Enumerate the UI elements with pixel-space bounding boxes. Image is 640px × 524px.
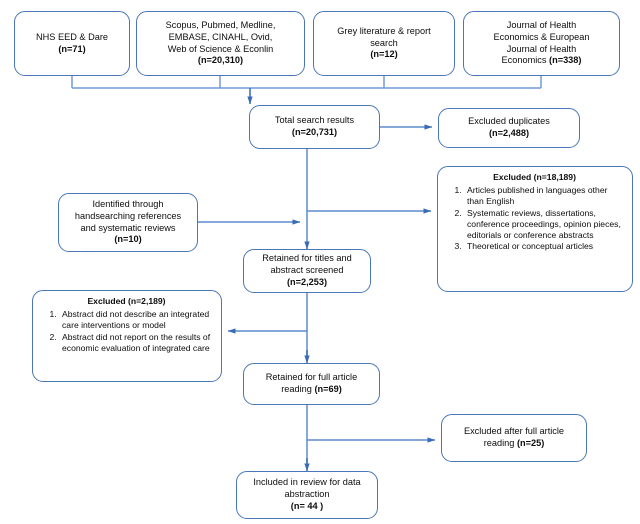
- node-line: and systematic reviews: [80, 222, 176, 233]
- exclusion-reason-list: Abstract did not describe an integrated …: [39, 309, 214, 354]
- node-line: abstract screened: [270, 265, 344, 276]
- node-line: handsearching references: [74, 210, 182, 221]
- node-line: Retained for full article: [265, 372, 358, 383]
- node-count: (n= 44 ): [290, 500, 324, 511]
- node-count: (n=338): [549, 55, 582, 66]
- node-count: (n=69): [314, 384, 342, 394]
- node-retained-titles[interactable]: Retained for titles and abstract screene…: [243, 249, 371, 293]
- node-count: (n=2,253): [286, 276, 328, 287]
- node-line: Journal of Health: [506, 19, 577, 30]
- node-line: search: [370, 37, 398, 48]
- node-line: Excluded duplicates: [468, 116, 550, 127]
- exclusion-reason-list: Articles published in languages other th…: [444, 185, 625, 252]
- node-line: Economics & European: [493, 31, 590, 42]
- node-heading: Excluded (n=2,189): [87, 296, 166, 306]
- node-line: Web of Science & Econlin: [167, 43, 274, 54]
- node-excluded-duplicates[interactable]: Excluded duplicates (n=2,488): [438, 108, 580, 148]
- node-count: (n=20,310): [197, 55, 244, 66]
- node-line-prefix: reading: [483, 438, 517, 448]
- node-heading: Excluded (n=18,189): [493, 172, 576, 182]
- node-count-line: reading (n=25): [484, 438, 545, 450]
- node-line: Included in review for data: [253, 477, 361, 488]
- node-line: NHS EED & Dare: [36, 31, 108, 42]
- node-source-databases[interactable]: Scopus, Pubmed, Medline, EMBASE, CINAHL,…: [136, 11, 305, 76]
- node-line: EMBASE, CINAHL, Ovid,: [168, 31, 273, 42]
- node-count: (n=2,488): [488, 128, 530, 138]
- list-item: Systematic reviews, dissertations, confe…: [464, 208, 625, 242]
- node-total-search-results[interactable]: Total search results (n=20,731): [249, 105, 380, 149]
- node-excluded-after-full-article[interactable]: Excluded after full article reading (n=2…: [441, 414, 587, 462]
- node-line: abstraction: [284, 489, 330, 500]
- node-line-prefix: reading: [281, 384, 315, 394]
- node-count: (n=71): [58, 43, 86, 54]
- node-count-line: Economics (n=338): [502, 55, 582, 67]
- node-line: Journal of Health: [506, 43, 577, 54]
- node-line: Identified through: [92, 198, 164, 209]
- list-item: Theoretical or conceptual articles: [464, 241, 625, 252]
- node-count-line: reading (n=69): [281, 384, 342, 396]
- node-source-journals[interactable]: Journal of Health Economics & European J…: [463, 11, 620, 76]
- node-count: (n=25): [516, 438, 545, 448]
- node-line: Excluded after full article: [463, 426, 565, 437]
- list-item: Abstract did not describe an integrated …: [59, 309, 214, 331]
- list-item: Abstract did not report on the results o…: [59, 332, 214, 354]
- node-count: (n=10): [114, 234, 142, 245]
- node-retained-full-article[interactable]: Retained for full article reading (n=69): [243, 363, 380, 405]
- node-count: (n=20,731): [291, 127, 338, 137]
- node-source-nhs[interactable]: NHS EED & Dare (n=71): [14, 11, 130, 76]
- node-line-prefix: Economics: [501, 55, 550, 66]
- node-line: Retained for titles and: [262, 253, 352, 264]
- node-line: Total search results: [274, 115, 355, 126]
- node-included-in-review[interactable]: Included in review for data abstraction …: [236, 471, 378, 519]
- node-excluded-2189[interactable]: Excluded (n=2,189) Abstract did not desc…: [32, 290, 222, 382]
- node-handsearching[interactable]: Identified through handsearching referen…: [58, 193, 198, 252]
- node-excluded-18189[interactable]: Excluded (n=18,189) Articles published i…: [437, 166, 633, 292]
- node-count: (n=12): [370, 49, 398, 60]
- node-source-grey-literature[interactable]: Grey literature & report search (n=12): [313, 11, 455, 76]
- node-line: Grey literature & report: [337, 25, 431, 36]
- node-line: Scopus, Pubmed, Medline,: [165, 19, 276, 30]
- list-item: Articles published in languages other th…: [464, 185, 625, 207]
